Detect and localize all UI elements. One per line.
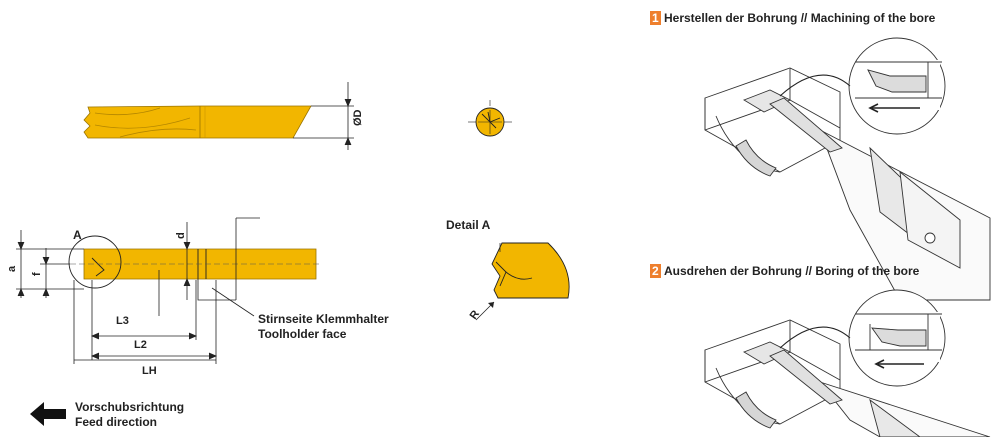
step-1-number: 1 bbox=[652, 11, 659, 25]
feed-arrow-icon bbox=[30, 402, 66, 426]
tool-side-view-bottom bbox=[70, 248, 320, 280]
feed-direction-en: Feed direction bbox=[75, 415, 157, 429]
detail-a-circle bbox=[68, 235, 122, 289]
feed-direction-de: Vorschubsrichtung bbox=[75, 400, 184, 414]
toolholder-face-de: Stirnseite Klemmhalter bbox=[258, 312, 389, 326]
dim-lh-label: LH bbox=[142, 365, 157, 377]
step-1-badge bbox=[650, 11, 661, 25]
toolholder-face-en: Toolholder face bbox=[258, 327, 347, 341]
dim-f-label: f bbox=[31, 272, 43, 276]
dim-a-label: a bbox=[6, 265, 18, 272]
step-2-illustration bbox=[704, 289, 991, 437]
step-1-title: Herstellen der Bohrung // Machining of t… bbox=[664, 11, 936, 25]
step-2-badge bbox=[650, 264, 661, 278]
tool-end-view bbox=[468, 100, 512, 137]
step-1-illustration bbox=[704, 37, 991, 301]
od-label: ØD bbox=[352, 109, 364, 126]
dim-l3-label: L3 bbox=[116, 315, 129, 327]
dim-l2-label: L2 bbox=[134, 339, 147, 351]
dim-r-label: R bbox=[468, 308, 482, 321]
step-2-number: 2 bbox=[652, 264, 659, 278]
detail-a-title: Detail A bbox=[446, 218, 491, 232]
bottom-tool-dimensions bbox=[16, 217, 260, 364]
dim-d-label: d bbox=[175, 232, 187, 239]
tool-side-view-top bbox=[83, 105, 312, 139]
od-dimension bbox=[293, 82, 354, 150]
detail-a-drawing bbox=[475, 242, 570, 321]
step-2-title: Ausdrehen der Bohrung // Boring of the b… bbox=[664, 264, 920, 278]
detail-a-marker: A bbox=[73, 228, 82, 242]
